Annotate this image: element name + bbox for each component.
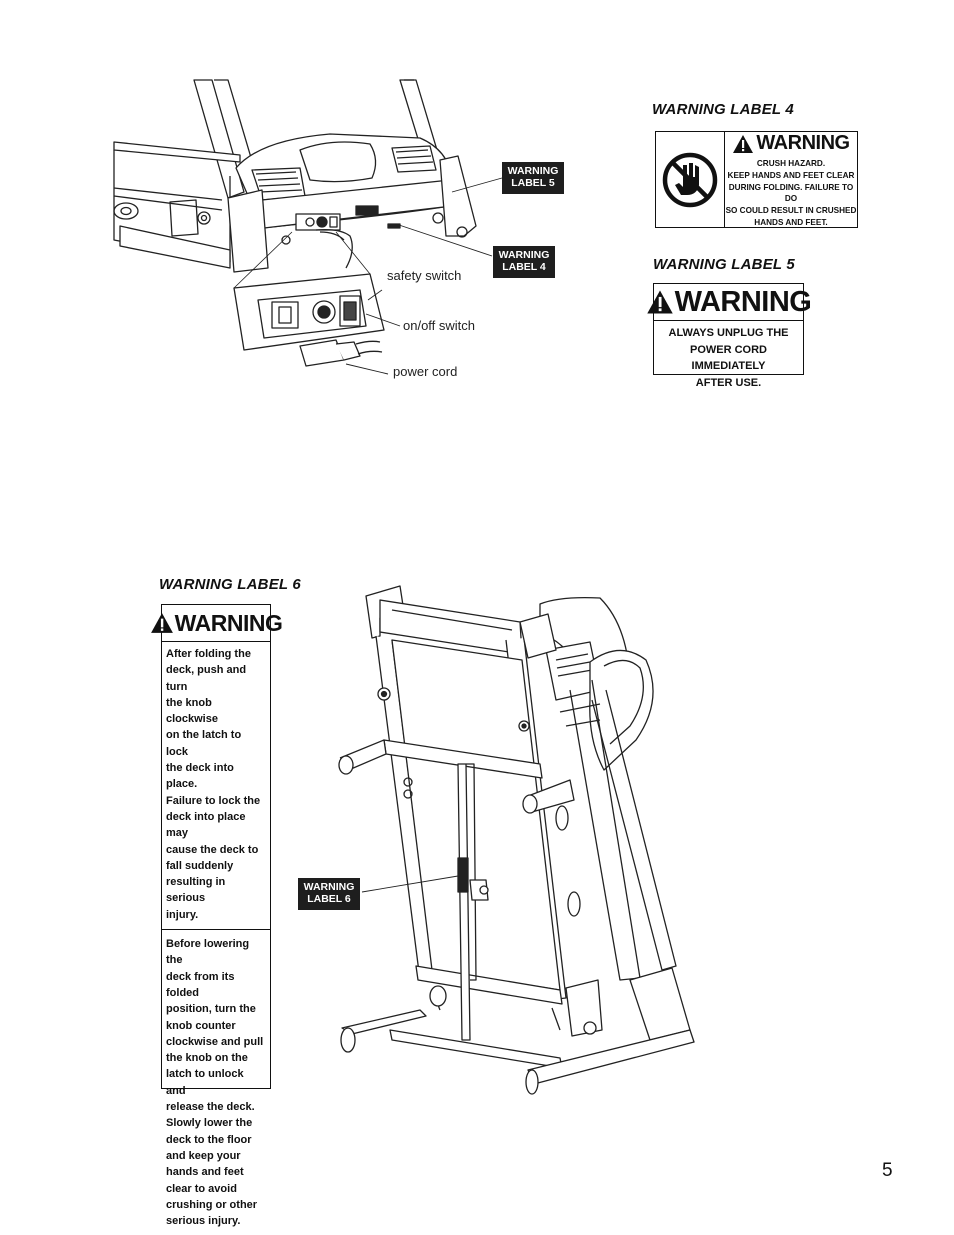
- no-hands-icon: [662, 152, 718, 207]
- warning-line: HANDS AND FEET.: [754, 217, 828, 227]
- warning-line: release the deck.: [166, 1101, 255, 1114]
- crush-hazard-pictogram: [656, 132, 725, 227]
- warning-line: the knob clockwise: [166, 696, 218, 726]
- warning-line: and keep your: [166, 1149, 241, 1162]
- warning-triangle-icon: [646, 290, 673, 314]
- label-safety-switch: safety switch: [387, 268, 462, 283]
- warning-line: Before lowering the: [166, 938, 250, 967]
- callout-line: WARNING: [507, 165, 559, 177]
- callout-line: LABEL 6: [307, 893, 351, 905]
- warning-line: Failure to lock the: [166, 794, 261, 807]
- warning-line: deck to the floor: [166, 1133, 252, 1146]
- warning-line: clear to avoid: [166, 1182, 237, 1195]
- warning-triangle-icon: [733, 134, 754, 153]
- warning-label-6-para1: After folding the deck, push and turn th…: [162, 642, 270, 931]
- callout-warning-label-4: WARNING LABEL 4: [493, 246, 555, 278]
- callout-line: LABEL 5: [511, 177, 555, 189]
- warning-label-4-body: WARNING CRUSH HAZARD. KEEP HANDS AND FEE…: [725, 132, 857, 227]
- warning-label-4-title: WARNING LABEL 4: [652, 101, 794, 118]
- warning-label-5-title: WARNING LABEL 5: [653, 256, 795, 273]
- warning-line: POWER CORD IMMEDIATELY: [690, 343, 767, 373]
- warning-line: latch to unlock and: [166, 1068, 244, 1097]
- warning-line: resulting in serious: [166, 876, 226, 905]
- warning-line: deck, push and turn: [166, 664, 247, 693]
- warning-line: knob counter: [166, 1019, 236, 1032]
- warning-line: clockwise and pull: [166, 1035, 264, 1048]
- warning-line: Slowly lower the: [166, 1117, 253, 1130]
- warning-line: the knob on the: [166, 1052, 248, 1065]
- warning-line: KEEP HANDS AND FEET CLEAR: [727, 170, 855, 180]
- label-onoff-switch: on/off switch: [403, 318, 476, 333]
- warning-line: deck into place may: [166, 810, 246, 840]
- callout-line: WARNING: [498, 249, 550, 261]
- label-power-cord: power cord: [393, 364, 458, 379]
- warning-label-4-header: WARNING: [725, 132, 857, 155]
- warning-line: CRUSH HAZARD.: [756, 159, 826, 168]
- warning-label-6: WARNING After folding the deck, push and…: [150, 604, 283, 1227]
- page-number: 5: [882, 1160, 893, 1181]
- warning-line: position, turn the: [166, 1003, 256, 1016]
- warning-label-6-para2: Before lowering the deck from its folded…: [162, 930, 270, 1229]
- warning-label-5-text: ALWAYS UNPLUG THE POWER CORD IMMEDIATELY…: [654, 321, 803, 391]
- warning-line: deck from its folded: [166, 970, 235, 999]
- warning-label-4-text: CRUSH HAZARD. KEEP HANDS AND FEET CLEAR …: [725, 155, 857, 229]
- warning-label-5-header: WARNING: [646, 284, 812, 321]
- warning-line: serious injury.: [166, 1215, 241, 1228]
- warning-label-6-header: WARNING: [150, 605, 283, 642]
- treadmill-base-diagram: [113, 79, 503, 375]
- warning-line: on the latch to lock: [166, 729, 242, 758]
- warning-triangle-icon: [150, 613, 173, 633]
- callout-line: WARNING: [303, 881, 355, 893]
- warning-line: crushing or other: [166, 1198, 258, 1211]
- warning-line: DURING FOLDING. FAILURE TO DO: [728, 182, 854, 204]
- warning-label-4: WARNING CRUSH HAZARD. KEEP HANDS AND FEE…: [655, 131, 858, 228]
- warning-heading: WARNING: [674, 285, 812, 318]
- callout-warning-label-5: WARNING LABEL 5: [502, 162, 564, 194]
- warning-line: AFTER USE.: [695, 376, 762, 389]
- warning-heading: WARNING: [756, 132, 850, 154]
- warning-line: ALWAYS UNPLUG THE: [668, 327, 789, 339]
- warning-line: injury.: [166, 908, 199, 921]
- callout-warning-label-6: WARNING LABEL 6: [298, 878, 360, 910]
- warning-heading: WARNING: [174, 609, 283, 636]
- warning-line: SO COULD RESULT IN CRUSHED: [725, 206, 857, 216]
- warning-line: the deck into place.: [166, 762, 234, 791]
- warning-line: cause the deck to: [166, 843, 259, 856]
- callout-line: LABEL 4: [502, 261, 546, 273]
- warning-line: hands and feet: [166, 1166, 244, 1179]
- warning-line: After folding the: [166, 648, 251, 660]
- warning-label-5: WARNING ALWAYS UNPLUG THE POWER CORD IMM…: [646, 283, 812, 389]
- warning-line: fall suddenly: [166, 859, 234, 872]
- warning-label-6-title: WARNING LABEL 6: [159, 576, 301, 593]
